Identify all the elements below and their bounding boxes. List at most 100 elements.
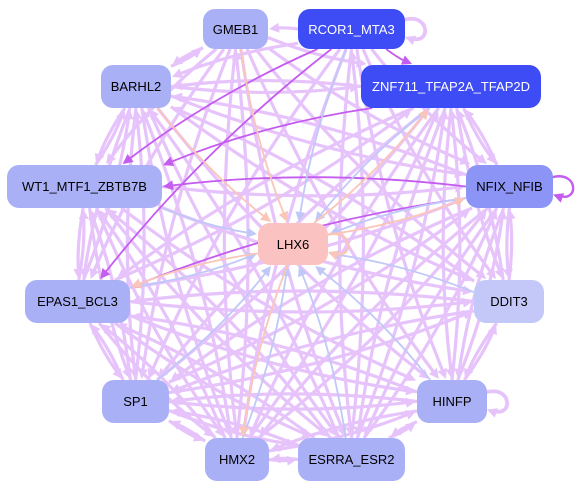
- edge-arrowhead: [553, 193, 565, 203]
- edge-arrowhead: [476, 209, 488, 220]
- edge-znf-to-barhl2: [172, 78, 362, 91]
- edge-line: [239, 48, 285, 215]
- edge-hmx2-to-barhl2: [141, 109, 233, 439]
- edge-line: [336, 197, 467, 233]
- self-loop-hinfp: [484, 389, 509, 418]
- edge-arrowhead: [163, 180, 174, 191]
- edge-arrowhead: [190, 48, 202, 59]
- edge-line: [366, 207, 499, 431]
- edge-arrowhead: [404, 371, 416, 382]
- node-esrra-esr2[interactable]: ESRRA_ESR2: [298, 438, 405, 481]
- self-loop-line: [550, 175, 575, 198]
- edge-line: [156, 107, 266, 218]
- node-gmeb1[interactable]: GMEB1: [203, 9, 268, 49]
- edge-arrowhead: [172, 68, 184, 78]
- edge-esrra-to-rcor1: [347, 50, 365, 439]
- node-hinfp[interactable]: HINFP: [417, 380, 487, 423]
- edge-epas1-to-znf: [114, 109, 412, 282]
- edge-line: [355, 116, 446, 439]
- self-loop-line: [402, 16, 427, 42]
- edge-arrowhead: [453, 197, 465, 207]
- edge-line: [177, 410, 299, 447]
- edge-arrowhead: [456, 109, 466, 121]
- node-nfix-nfib[interactable]: NFIX_NFIB: [466, 165, 553, 208]
- edge-rcor1-to-znf: [385, 48, 413, 65]
- edge-arrowhead: [246, 227, 257, 238]
- edge-arrowhead: [170, 420, 182, 430]
- edge-arrowhead: [260, 266, 271, 277]
- edge-line: [450, 116, 462, 381]
- edge-line: [175, 206, 473, 379]
- edge-line: [168, 212, 465, 384]
- edge-line: [319, 107, 430, 217]
- edge-arrowhead: [147, 367, 158, 379]
- edge-line: [299, 48, 347, 215]
- edge-line: [176, 422, 206, 443]
- edge-arrowhead: [97, 209, 107, 221]
- edge-arrowhead: [122, 153, 134, 164]
- edge-hmx2-to-nfix: [257, 209, 488, 440]
- edge-line: [241, 273, 288, 439]
- edge-barhl2-to-gmeb1: [170, 48, 202, 68]
- edge-arrowhead: [89, 267, 100, 279]
- edge-esrra-to-lhx6: [298, 266, 347, 439]
- edge-arrowhead: [487, 408, 499, 418]
- edge-arrowhead: [505, 209, 516, 220]
- edge-arrowhead: [100, 268, 111, 279]
- node-znf711-tfap2a-tfap2d[interactable]: ZNF711_TFAP2A_TFAP2D: [361, 65, 541, 108]
- edge-arrowhead: [270, 453, 281, 464]
- edge-line: [268, 412, 410, 453]
- edge-line: [357, 107, 447, 430]
- edge-arrowhead: [172, 92, 183, 103]
- edge-line: [161, 207, 250, 234]
- edge-line: [105, 327, 217, 439]
- edge-line: [257, 214, 484, 440]
- edge-line: [276, 26, 299, 31]
- edge-line: [179, 95, 467, 177]
- node-epas1-bcl3[interactable]: EPAS1_BCL3: [25, 280, 130, 323]
- edge-line: [77, 216, 86, 281]
- edge-arrowhead: [172, 80, 183, 91]
- node-barhl2[interactable]: BARHL2: [101, 65, 171, 108]
- edge-ddit3-to-nfix: [505, 209, 516, 281]
- edge-line: [349, 57, 365, 439]
- edge-arrowhead: [475, 153, 487, 164]
- edge-line: [370, 48, 482, 161]
- edge-wt1-to-lhx6: [161, 207, 257, 238]
- edge-line: [123, 325, 316, 440]
- edge-wt1-to-barhl2: [94, 109, 126, 166]
- edge-arrowhead: [132, 109, 143, 120]
- edge-line: [313, 114, 425, 224]
- edge-hinfp-to-ddit3: [462, 324, 497, 381]
- edge-arrowhead: [148, 109, 159, 121]
- self-loop-lhx6: [325, 232, 350, 261]
- edge-line: [152, 114, 341, 439]
- edge-hmx2-to-hinfp: [268, 410, 416, 453]
- node-lhx6[interactable]: LHX6: [258, 223, 328, 265]
- edge-line: [301, 273, 347, 439]
- edge-line: [388, 425, 411, 440]
- edge-line: [129, 299, 466, 314]
- edge-arrowhead: [123, 109, 134, 120]
- edge-arrowhead: [438, 109, 449, 120]
- node-hmx2[interactable]: HMX2: [205, 438, 269, 481]
- node-ddit3[interactable]: DDIT3: [474, 280, 544, 323]
- edge-line: [248, 115, 437, 439]
- node-wt1-mtf1-zbtb7b[interactable]: WT1_MTF1_ZBTB7B: [7, 165, 162, 208]
- edge-arrowhead: [315, 266, 327, 277]
- edge-line: [168, 399, 409, 411]
- edge-arrowhead: [404, 422, 416, 433]
- edge-arrowhead: [405, 35, 417, 46]
- edge-line: [243, 264, 289, 430]
- edge-arrowhead: [141, 109, 151, 121]
- edge-arrowhead: [400, 55, 413, 65]
- edge-line: [146, 107, 335, 432]
- node-sp1[interactable]: SP1: [102, 380, 169, 423]
- edge-line: [156, 271, 267, 381]
- edge-sp1-to-ddit3: [168, 310, 473, 395]
- edge-line: [362, 215, 495, 439]
- node-rcor1-mta3[interactable]: RCOR1_MTA3: [298, 9, 405, 49]
- edge-line: [170, 176, 467, 188]
- edge-hmx2-to-znf: [248, 109, 439, 439]
